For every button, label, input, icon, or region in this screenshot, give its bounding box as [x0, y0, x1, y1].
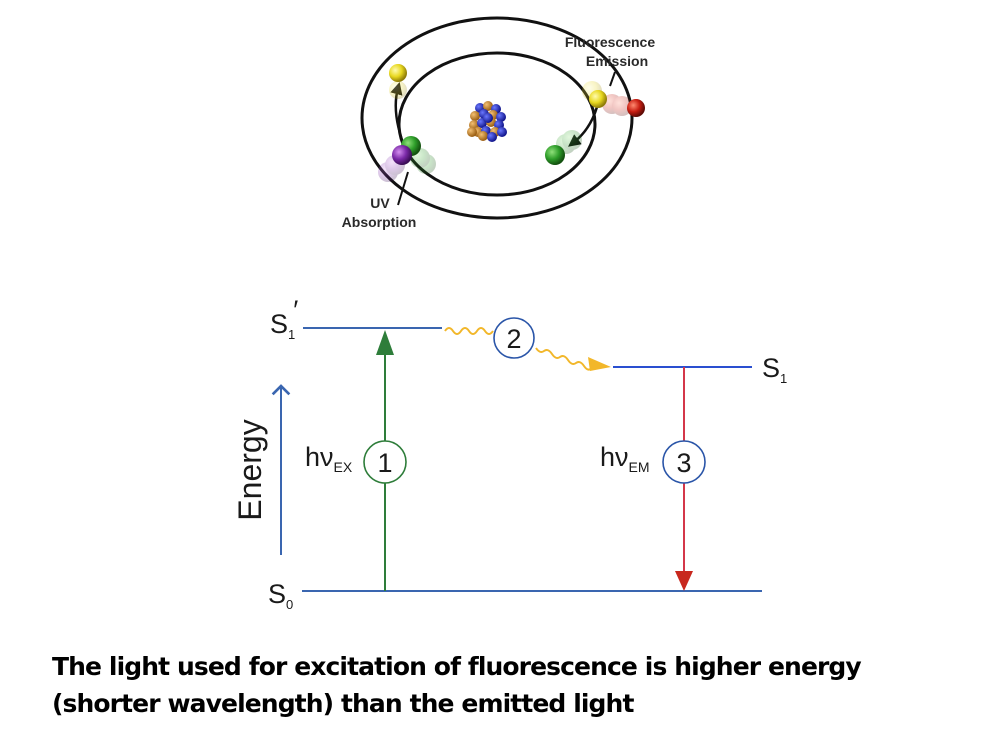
caption-line-1: The light used for excitation of fluores…	[52, 652, 862, 681]
excitation-photon-label: hνEX	[305, 442, 353, 475]
atom-diagram: Fluorescence Emission UV Absorption	[342, 16, 655, 230]
emitted-photon	[627, 99, 645, 117]
step-2-number: 2	[506, 324, 521, 354]
caption-line-2: (shorter wavelength) than the emitted li…	[52, 689, 634, 718]
relaxation-wavy-line-2	[535, 347, 593, 371]
proton	[487, 132, 497, 142]
inner-orbit	[397, 51, 597, 197]
uv-absorption-label-line1: UV	[370, 195, 390, 211]
step-3-circle	[662, 440, 706, 484]
neutron	[467, 127, 477, 137]
step-1-circle	[363, 440, 407, 484]
relaxation-wavy-line-1	[444, 327, 494, 335]
returned-electron	[545, 145, 565, 165]
emission-photon-label: hνEM	[600, 442, 650, 475]
fluorescence-emission-label-line2: Emission	[586, 53, 648, 69]
relaxed-electron	[589, 90, 607, 108]
relaxation-arrow-head	[588, 357, 611, 371]
nucleus	[467, 101, 507, 142]
s1-label: S1	[762, 353, 787, 386]
step-1-number: 1	[377, 448, 392, 478]
outer-orbit	[360, 16, 634, 220]
neutron	[483, 101, 493, 111]
s1-prime-label: S1′	[270, 295, 298, 342]
emission-leader-line	[609, 71, 616, 87]
uv-absorption-label-line2: Absorption	[342, 214, 417, 230]
step-3-number: 3	[676, 448, 691, 478]
neutron	[470, 111, 480, 121]
fluorescence-emission-label-line1: Fluorescence	[565, 34, 655, 50]
proton	[496, 112, 506, 122]
caption: The light used for excitation of fluores…	[52, 648, 972, 722]
step-2-circle	[493, 317, 535, 359]
s0-label: S0	[268, 579, 293, 612]
proton	[497, 127, 507, 137]
jablonski-diagram: S1′ S1 S0 Energy 1 hνEX 2 3 hνEM	[232, 295, 787, 612]
energy-axis-label: Energy	[232, 419, 268, 520]
excitation-arrow-head	[376, 330, 394, 355]
uv-photon	[392, 145, 412, 165]
absorption-leader-line	[397, 171, 409, 206]
neutron	[478, 131, 488, 141]
proton	[483, 113, 493, 123]
excited-electron	[389, 64, 407, 82]
emission-arrow-head	[675, 571, 693, 591]
